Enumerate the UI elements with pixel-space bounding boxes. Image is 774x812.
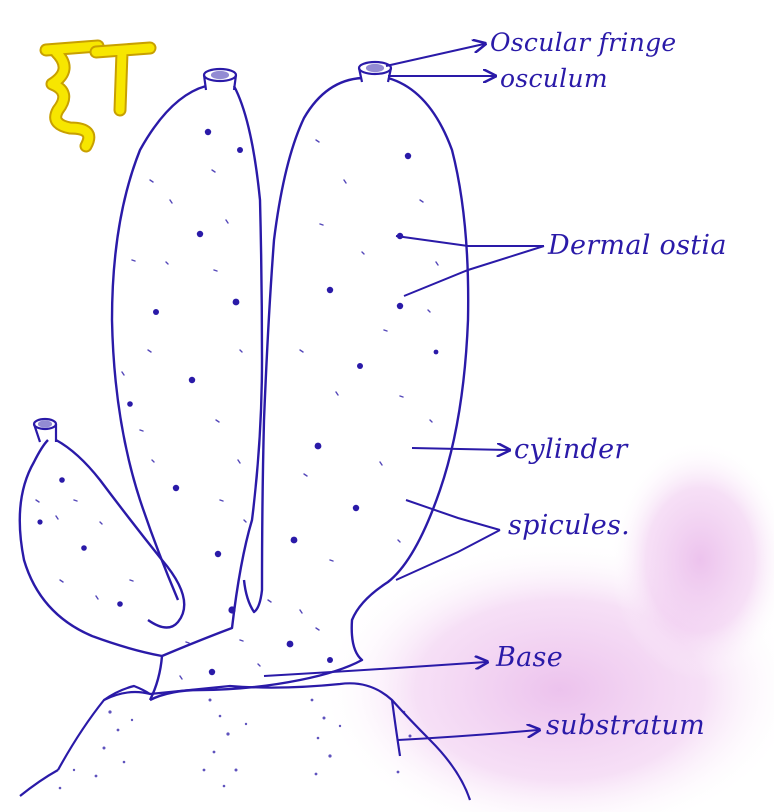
osculum-central <box>204 69 236 90</box>
arrow-cylinder <box>412 448 508 450</box>
small-tube-outline <box>20 440 184 700</box>
logo <box>46 46 150 146</box>
label-cylinder: cylinder <box>514 436 628 463</box>
arrow-ostia-2 <box>404 246 544 296</box>
label-oscular-fringe: Oscular fringe <box>490 30 677 55</box>
arrow-ostia-1 <box>396 236 544 246</box>
central-tube-outline <box>112 86 262 656</box>
label-osculum: osculum <box>500 66 608 91</box>
oscula <box>34 62 391 442</box>
label-substratum: substratum <box>546 712 705 739</box>
label-base: Base <box>496 644 563 671</box>
arrow-oscular-fringe <box>386 44 484 66</box>
osculum-small <box>34 419 56 442</box>
label-dermal-ostia: Dermal ostia <box>548 232 727 259</box>
label-spicules: spicules. <box>508 512 630 539</box>
arrow-spicules-1 <box>406 500 500 530</box>
